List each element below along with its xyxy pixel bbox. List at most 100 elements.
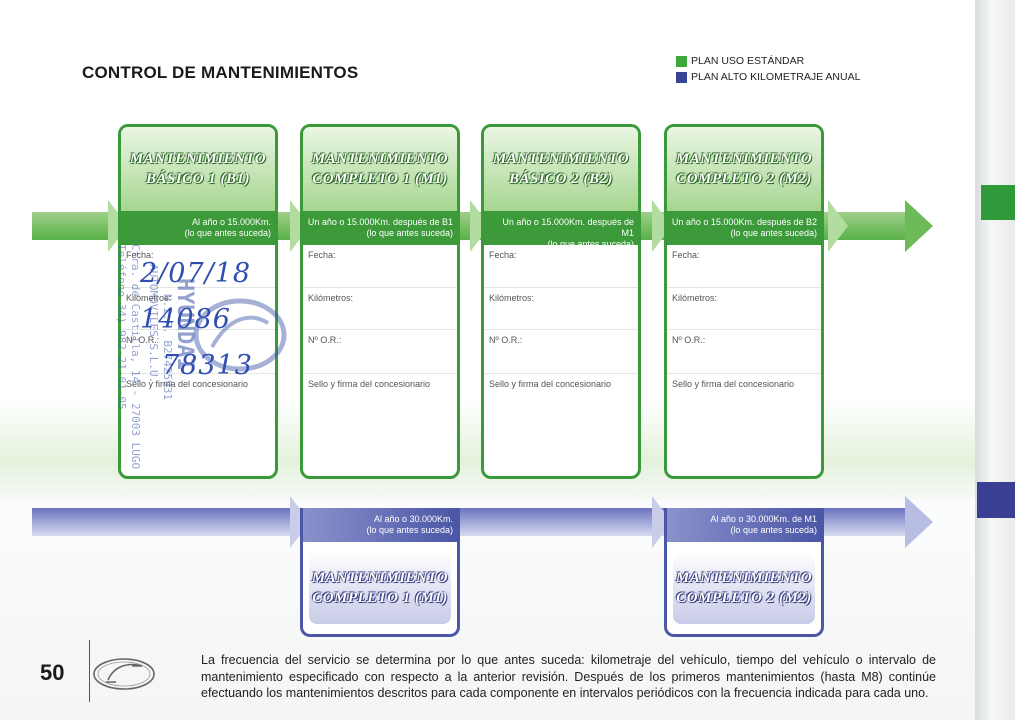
or-label: Nº O.R.: (308, 335, 342, 345)
km-field: Kilómetros: (484, 287, 638, 329)
km-label: Kilómetros: (126, 293, 172, 303)
seal-label: Sello y firma del concesionario (308, 379, 431, 389)
or-label: Nº O.R.: (672, 335, 706, 345)
stamp-phone: Teléfono 34) 982-21-01-05 (115, 244, 128, 410)
seal-field: Sello y firma del concesionario (484, 373, 638, 473)
green-tab (981, 185, 1015, 220)
km-label: Kilómetros: (489, 293, 535, 303)
stamp-address: Ctra. de Castilla, 14 - 27003 LUGO (129, 244, 142, 469)
legend-item-high-km: PLAN ALTO KILOMETRAJE ANUAL (676, 69, 860, 85)
card-interval: Un año o 15.000Km. después de M1 (lo que… (484, 211, 638, 249)
card-title-line: COMPLETO 1 (M1) (312, 590, 448, 606)
date-field: Fecha: (303, 245, 457, 287)
footer-paragraph: La frecuencia del servicio se determina … (201, 653, 936, 700)
hyundai-logo-icon (93, 658, 155, 690)
stamp-brand: HYUNDAI (172, 278, 197, 371)
card-title-line: COMPLETO 2 (M2) (676, 590, 812, 606)
handwritten-km: 14086 (140, 304, 231, 335)
stamp-company: AUTOMOVILES S.L.U. (147, 264, 160, 383)
interval-text: (lo que antes suceda) (730, 525, 817, 535)
seal-label: Sello y firma del concesionario (126, 379, 249, 389)
or-label: Nº O.R.: (126, 335, 160, 345)
date-field: Fecha: (121, 245, 275, 287)
or-field: Nº O.R.: (667, 329, 821, 373)
date-field: Fecha: (667, 245, 821, 287)
chevron-icon (828, 200, 848, 252)
card-title: MANTENIMIENTO COMPLETO 2 (M2) (667, 127, 821, 211)
interval-text: (lo que antes suceda) (730, 228, 817, 238)
card-title: MANTENIMIENTO COMPLETO 2 (M2) (673, 552, 815, 624)
legend: PLAN USO ESTÁNDAR PLAN ALTO KILOMETRAJE … (676, 53, 860, 85)
card-title-line: BÁSICO 1 (B1) (145, 171, 251, 187)
interval-text: Un año o 15.000Km. después de B1 (307, 217, 453, 227)
km-field: Kilómetros: (121, 287, 275, 329)
interval-text: (lo que antes suceda) (547, 239, 634, 249)
interval-text: (lo que antes suceda) (184, 228, 271, 238)
km-field: Kilómetros: (303, 287, 457, 329)
card-title-line: MANTENIMIENTO (492, 151, 630, 167)
stamp-nif: N.I.F. B27425931 (161, 294, 174, 400)
legend-label: PLAN ALTO KILOMETRAJE ANUAL (691, 71, 861, 83)
card-interval: Un año o 15.000Km. después de B2 (lo que… (667, 211, 821, 245)
card-title: MANTENIMIENTO BÁSICO 2 (B2) (484, 127, 638, 211)
legend-label: PLAN USO ESTÁNDAR (691, 55, 805, 67)
card-title: MANTENIMIENTO BÁSICO 1 (B1) (121, 127, 275, 211)
or-label: Nº O.R.: (489, 335, 523, 345)
footer-divider (89, 640, 90, 702)
card-title-line: BÁSICO 2 (B2) (508, 171, 614, 187)
km-label: Kilómetros: (308, 293, 354, 303)
card-title-line: MANTENIMIENTO (675, 570, 813, 586)
date-label: Fecha: (489, 250, 517, 260)
interval-text: Al año o 15.000Km. (191, 217, 271, 227)
legend-swatch-blue (676, 71, 687, 83)
card-title-line: MANTENIMIENTO (311, 570, 449, 586)
or-field: Nº O.R.: (303, 329, 457, 373)
km-label: Kilómetros: (672, 293, 718, 303)
card-title-line: MANTENIMIENTO (311, 151, 449, 167)
page-edge (975, 0, 1015, 720)
handwritten-or: 78313 (162, 350, 253, 381)
high-km-card-m2: Al año o 30.000Km. de M1 (lo que antes s… (664, 508, 824, 637)
card-title: MANTENIMIENTO COMPLETO 1 (M1) (309, 552, 451, 624)
seal-label: Sello y firma del concesionario (489, 379, 612, 389)
interval-text: (lo que antes suceda) (366, 228, 453, 238)
dealer-stamp: Teléfono 34) 982-21-01-05 Ctra. de Casti… (115, 244, 197, 469)
legend-item-standard: PLAN USO ESTÁNDAR (676, 53, 860, 69)
seal-label: Sello y firma del concesionario (672, 379, 795, 389)
card-title-line: COMPLETO 1 (M1) (312, 171, 448, 187)
seal-field: Sello y firma del concesionario (303, 373, 457, 473)
card-interval: Al año o 15.000Km. (lo que antes suceda) (121, 211, 275, 245)
handwritten-date: 2/07/18 (140, 258, 252, 289)
interval-text: (lo que antes suceda) (366, 525, 453, 535)
hyundai-seal-icon (193, 298, 287, 372)
or-field: Nº O.R.: (121, 329, 275, 373)
high-km-card-m1: Al año o 30.000Km. (lo que antes suceda)… (300, 508, 460, 637)
card-interval: Un año o 15.000Km. después de B1 (lo que… (303, 211, 457, 245)
date-field: Fecha: (484, 245, 638, 287)
seal-field: Sello y firma del concesionario (667, 373, 821, 473)
card-title-line: MANTENIMIENTO (129, 151, 267, 167)
date-label: Fecha: (672, 250, 700, 260)
date-label: Fecha: (308, 250, 336, 260)
card-title-line: COMPLETO 2 (M2) (676, 171, 812, 187)
maintenance-card-b1: MANTENIMIENTO BÁSICO 1 (B1) Al año o 15.… (118, 124, 278, 479)
or-field: Nº O.R.: (484, 329, 638, 373)
timeline-arrow-icon (905, 496, 933, 548)
card-interval: Al año o 30.000Km. de M1 (lo que antes s… (667, 508, 821, 542)
maintenance-card-b2: MANTENIMIENTO BÁSICO 2 (B2) Un año o 15.… (481, 124, 641, 479)
maintenance-card-m1: MANTENIMIENTO COMPLETO 1 (M1) Un año o 1… (300, 124, 460, 479)
maintenance-card-m2: MANTENIMIENTO COMPLETO 2 (M2) Un año o 1… (664, 124, 824, 479)
seal-field: Sello y firma del concesionario (121, 373, 275, 473)
card-interval: Al año o 30.000Km. (lo que antes suceda) (303, 508, 457, 542)
interval-text: Un año o 15.000Km. después de M1 (502, 217, 634, 238)
timeline-arrow-icon (905, 200, 933, 252)
card-title: MANTENIMIENTO COMPLETO 1 (M1) (303, 127, 457, 211)
card-title-line: MANTENIMIENTO (675, 151, 813, 167)
km-field: Kilómetros: (667, 287, 821, 329)
legend-swatch-green (676, 55, 687, 67)
interval-text: Un año o 15.000Km. después de B2 (671, 217, 817, 227)
page-number: 50 (40, 660, 65, 685)
interval-text: Al año o 30.000Km. (373, 514, 453, 524)
page-title: CONTROL DE MANTENIMIENTOS (82, 63, 359, 82)
date-label: Fecha: (126, 250, 154, 260)
